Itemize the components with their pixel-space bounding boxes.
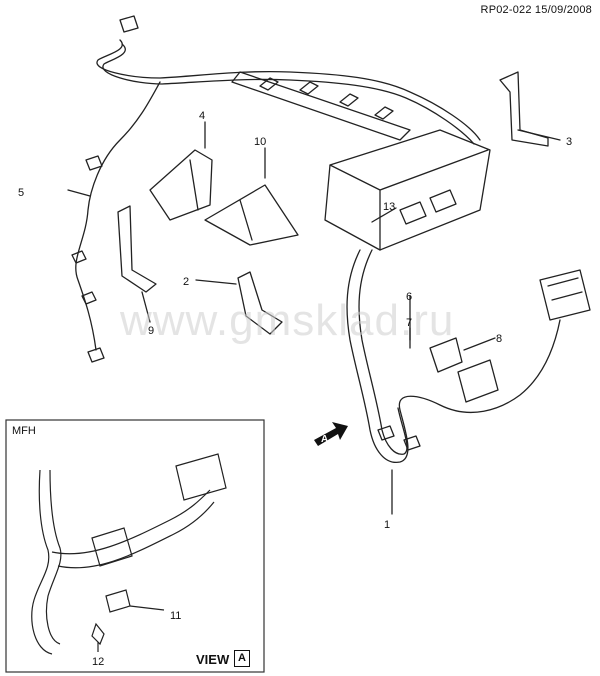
view-arrow-letter: A — [321, 434, 328, 445]
inset-harness — [31, 469, 62, 655]
callout-5: 5 — [18, 187, 24, 199]
bracket-3 — [499, 71, 549, 147]
callout-8: 8 — [496, 333, 502, 345]
bracket-9 — [117, 205, 157, 293]
bracket-4 — [149, 149, 213, 221]
harness-left-branch — [75, 81, 161, 351]
view-label: VIEW — [196, 652, 230, 667]
drawing-reference-code: RP02-022 15/09/2008 — [480, 4, 592, 16]
callout-13: 13 — [383, 201, 395, 213]
callout-7: 7 — [406, 317, 412, 329]
harness-main-loop — [96, 39, 481, 141]
callout-2: 2 — [183, 276, 189, 288]
callout-11: 11 — [170, 610, 181, 622]
callout-3: 3 — [566, 136, 572, 148]
inset-view-a — [5, 419, 265, 673]
callout-6: 6 — [406, 291, 412, 303]
callout-9: 9 — [148, 325, 154, 337]
inset-connector — [91, 527, 133, 567]
view-letter-box: A — [234, 650, 250, 667]
inset-title: MFH — [12, 425, 36, 437]
callout-10: 10 — [254, 136, 266, 148]
callout-1: 1 — [384, 519, 390, 531]
connector-rail — [231, 71, 411, 141]
callout-4: 4 — [199, 110, 205, 122]
right-connector-block — [539, 269, 591, 321]
relay-box — [324, 129, 491, 251]
view-a-arrow: A — [314, 422, 348, 446]
inset-clip-11 — [105, 589, 131, 613]
harness-lower-loop — [346, 249, 561, 463]
bracket-2 — [237, 271, 283, 335]
bracket-10 — [204, 184, 299, 246]
callout-12: 12 — [92, 656, 104, 668]
mid-connector — [457, 359, 499, 403]
clip-8 — [429, 337, 463, 373]
inset-top-connector — [175, 453, 227, 501]
